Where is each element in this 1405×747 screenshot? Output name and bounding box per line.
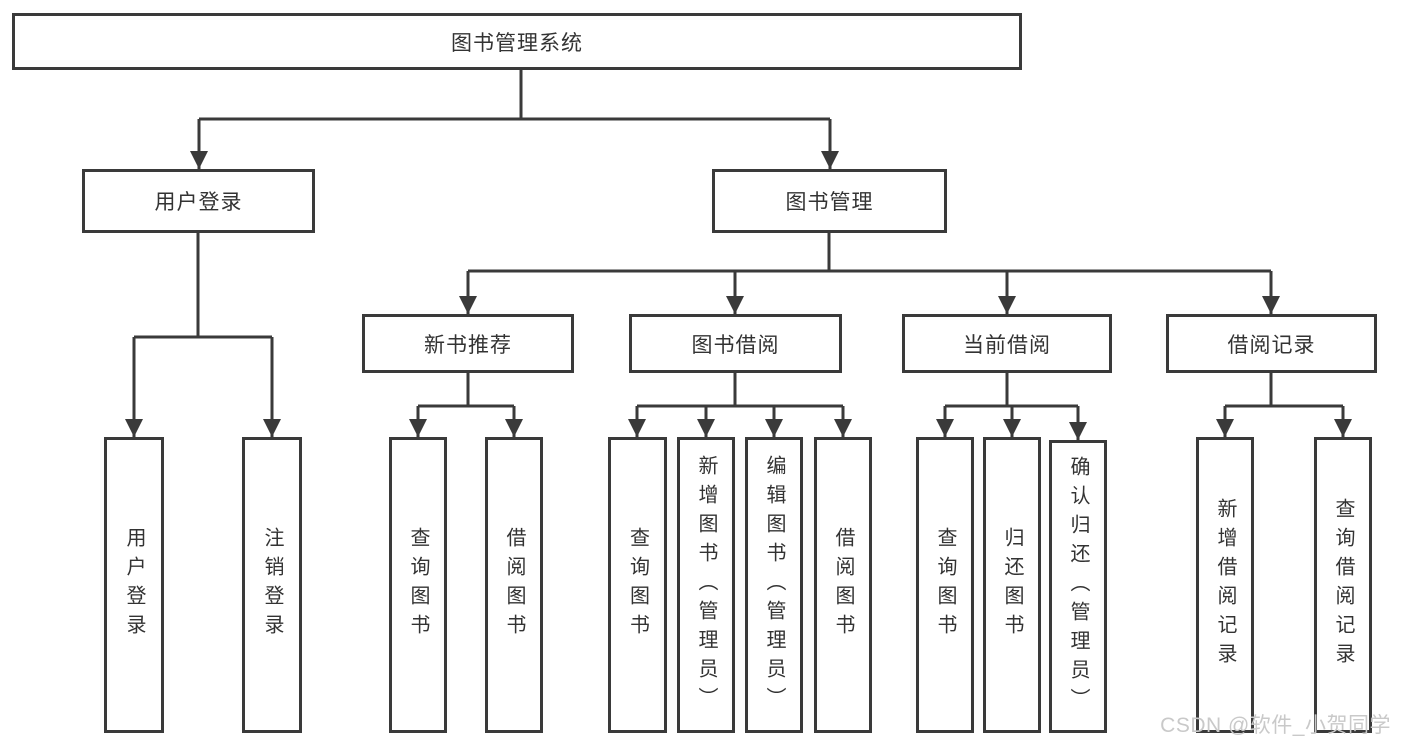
leaf-bb-edit-book-admin: 编辑图书（管理员） (745, 437, 803, 733)
node-current-borrow: 当前借阅 (902, 314, 1112, 373)
leaf-cb-query-books-label: 查询图书 (934, 527, 956, 643)
leaf-user-login-label: 用户登录 (123, 527, 145, 643)
leaf-cb-return-book-label: 归还图书 (1001, 527, 1023, 643)
leaf-bb-borrow-books-label: 借阅图书 (832, 527, 854, 643)
leaf-nbr-borrow-books-label: 借阅图书 (503, 527, 525, 643)
node-book-management: 图书管理 (712, 169, 947, 233)
connector-new-book-recommend-stem (418, 373, 514, 408)
leaf-br-query-record: 查询借阅记录 (1314, 437, 1372, 733)
node-root-label: 图书管理系统 (451, 31, 583, 55)
connector-root-stem (199, 70, 830, 121)
csdn-watermark: CSDN @软件_小贺同学 (1160, 714, 1391, 737)
node-new-book-recommend-label: 新书推荐 (424, 333, 512, 357)
node-new-book-recommend: 新书推荐 (362, 314, 574, 373)
leaf-logout: 注销登录 (242, 437, 302, 733)
leaf-cb-query-books: 查询图书 (916, 437, 974, 733)
leaf-br-add-record: 新增借阅记录 (1196, 437, 1254, 733)
node-book-borrow: 图书借阅 (629, 314, 842, 373)
leaf-user-login: 用户登录 (104, 437, 164, 733)
leaf-br-add-record-label: 新增借阅记录 (1214, 498, 1236, 672)
connector-current-borrow-stem (945, 373, 1078, 408)
node-user-login: 用户登录 (82, 169, 315, 233)
node-user-login-label: 用户登录 (154, 191, 243, 214)
connector-user-login-stem (134, 233, 272, 339)
leaf-nbr-query-books: 查询图书 (389, 437, 447, 733)
connector-book-borrow-stem (637, 373, 843, 408)
leaf-cb-confirm-return-admin-label: 确认归还（管理员） (1067, 456, 1089, 717)
node-book-management-label: 图书管理 (785, 191, 874, 214)
node-borrow-records-label: 借阅记录 (1227, 333, 1316, 357)
leaf-bb-query-books: 查询图书 (608, 437, 667, 733)
node-book-borrow-label: 图书借阅 (691, 333, 780, 357)
leaf-bb-query-books-label: 查询图书 (626, 527, 649, 643)
leaf-bb-add-book-admin: 新增图书（管理员） (677, 437, 735, 733)
node-current-borrow-label: 当前借阅 (963, 333, 1051, 357)
leaf-bb-edit-book-admin-label: 编辑图书（管理员） (763, 454, 785, 716)
leaf-nbr-borrow-books: 借阅图书 (485, 437, 543, 733)
leaf-logout-label: 注销登录 (261, 527, 283, 643)
leaf-bb-add-book-admin-label: 新增图书（管理员） (695, 454, 717, 716)
node-borrow-records: 借阅记录 (1166, 314, 1377, 373)
leaf-bb-borrow-books: 借阅图书 (814, 437, 872, 733)
connector-borrow-records-stem (1225, 373, 1343, 408)
leaf-cb-confirm-return-admin: 确认归还（管理员） (1049, 440, 1107, 733)
node-root-system: 图书管理系统 (12, 13, 1022, 70)
leaf-nbr-query-books-label: 查询图书 (407, 527, 429, 643)
leaf-br-query-record-label: 查询借阅记录 (1332, 498, 1354, 672)
connector-book-management-stem (468, 233, 1271, 273)
connector-lines (125, 70, 1352, 440)
leaf-cb-return-book: 归还图书 (983, 437, 1041, 733)
